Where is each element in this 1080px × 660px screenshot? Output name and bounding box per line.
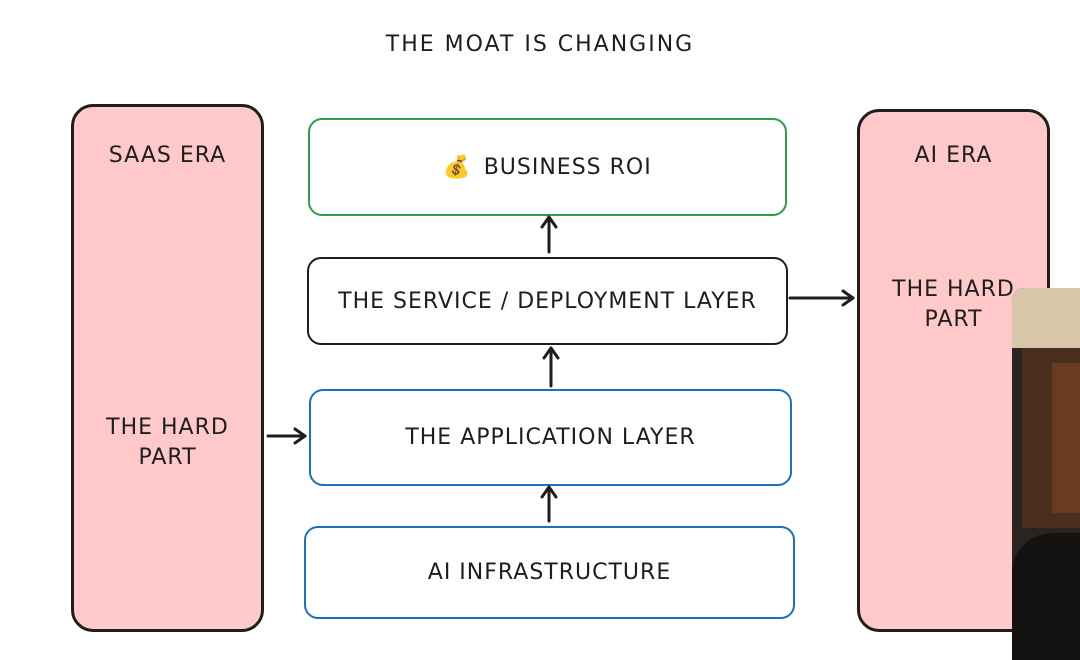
business-roi-box: 💰 Business ROI: [308, 118, 787, 216]
arrow-saas-to-app: [266, 427, 307, 445]
ai-hard-part-label: The Hard Part: [892, 277, 1015, 332]
ai-era-label: AI Era: [914, 143, 993, 168]
saas-era-panel: SaaS Era The Hard Part: [71, 104, 264, 632]
saas-hard-part-label: The Hard Part: [106, 415, 229, 470]
business-roi-label: Business ROI: [483, 154, 652, 180]
ai-infrastructure-box: AI Infrastructure: [304, 526, 795, 619]
presenter-silhouette: [1012, 533, 1080, 660]
application-layer-label: The Application Layer: [405, 425, 696, 450]
arrow-service-to-ai-era: [788, 289, 855, 307]
diagram-title: The Moat is Changing: [385, 32, 695, 57]
service-deployment-layer-box: The Service / Deployment Layer: [307, 257, 788, 345]
arrow-infra-to-app: [540, 485, 558, 523]
arrow-service-to-roi: [540, 215, 558, 254]
service-deployment-layer-label: The Service / Deployment Layer: [338, 288, 757, 314]
money-bag-icon: 💰: [443, 154, 472, 180]
saas-era-label: SaaS Era: [108, 143, 227, 168]
ai-infrastructure-label: AI Infrastructure: [427, 560, 672, 585]
application-layer-box: The Application Layer: [309, 389, 792, 486]
arrow-app-to-service: [542, 346, 560, 388]
webcam-overlay: [1012, 288, 1080, 660]
